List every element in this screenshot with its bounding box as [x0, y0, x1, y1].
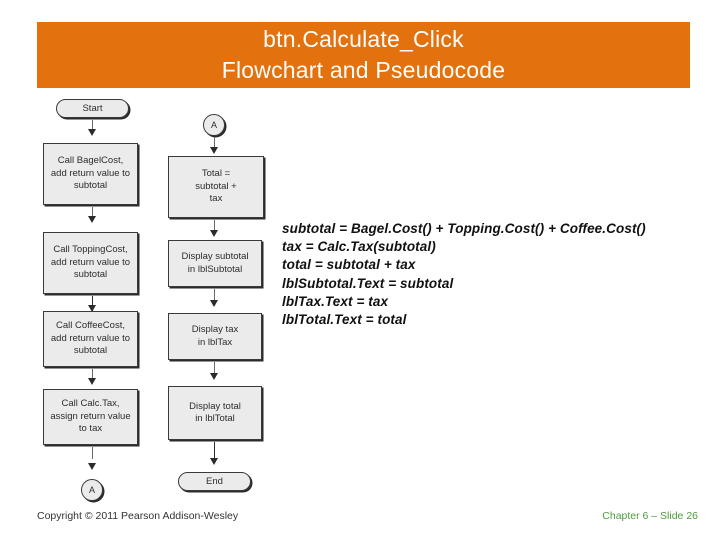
- flow-arrow-calctax-to-connector-line: [92, 447, 93, 459]
- flow-arrow-connector-to-total-line: [214, 137, 215, 149]
- flow-node-end-label: End: [206, 476, 223, 487]
- pseudocode-line: lblSubtotal.Text = subtotal: [282, 275, 454, 291]
- flow-arrow-total-to-subtotal-line: [214, 220, 215, 233]
- flow-node-total-label: Total =subtotal +tax: [195, 168, 237, 205]
- flow-arrow-topping-to-coffee-head: [88, 305, 96, 312]
- flow-arrow-start-to-bagel-line: [92, 120, 93, 132]
- flow-node-start-label: Start: [82, 103, 103, 114]
- flow-arrow-subtotal-to-tax-line: [214, 289, 215, 303]
- flow-arrow-topping-to-coffee-line: [92, 296, 94, 312]
- flow-connector-a-entry-label: A: [210, 120, 217, 130]
- flow-arrow-connector-to-total-head: [210, 147, 218, 154]
- flow-arrow-calctax-to-connector-head: [88, 463, 96, 470]
- flow-arrow-subtotal-to-tax-head: [210, 300, 218, 307]
- flow-arrow-coffee-to-calctax-line: [92, 369, 93, 381]
- slide-title-banner: btn.Calculate_Click Flowchart and Pseudo…: [37, 22, 690, 88]
- footer-copyright: Copyright © 2011 Pearson Addison-Wesley: [37, 510, 239, 522]
- flow-arrow-total-to-end-head: [210, 458, 218, 465]
- page-title-line-1: btn.Calculate_Click: [263, 26, 464, 52]
- pseudocode-line: lblTotal.Text = total: [282, 312, 407, 328]
- flow-connector-a-exit-label: A: [88, 485, 95, 495]
- flow-arrow-bagel-to-topping-head: [88, 216, 96, 223]
- flow-arrow-bagel-to-topping-line: [92, 207, 93, 219]
- pseudocode-block: subtotal = Bagel.Cost() + Topping.Cost()…: [282, 220, 697, 329]
- flow-connector-a-exit: A: [81, 479, 103, 501]
- flow-node-total: Total =subtotal +tax: [168, 156, 264, 218]
- flow-node-end: End: [178, 472, 251, 491]
- flow-arrow-tax-to-total-line: [214, 362, 215, 376]
- flow-arrow-total-to-subtotal-head: [210, 230, 218, 237]
- flow-arrow-tax-to-total-head: [210, 373, 218, 380]
- footer-slide-reference: Chapter 6 – Slide 26: [602, 510, 698, 522]
- pseudocode-line: subtotal = Bagel.Cost() + Topping.Cost()…: [282, 221, 646, 236]
- flow-arrow-total-to-end-line: [214, 442, 216, 462]
- flow-connector-a-entry: A: [203, 114, 225, 136]
- page-title-line-2: Flowchart and Pseudocode: [221, 57, 506, 83]
- flow-arrow-start-to-bagel-head: [88, 129, 96, 136]
- flow-arrow-coffee-to-calctax-head: [88, 378, 96, 385]
- pseudocode-line: lblTax.Text = tax: [282, 293, 389, 309]
- flow-node-start: Start: [56, 99, 129, 118]
- pseudocode-line: total = subtotal + tax: [282, 257, 416, 273]
- pseudocode-line: tax = Calc.Tax(subtotal): [282, 239, 436, 255]
